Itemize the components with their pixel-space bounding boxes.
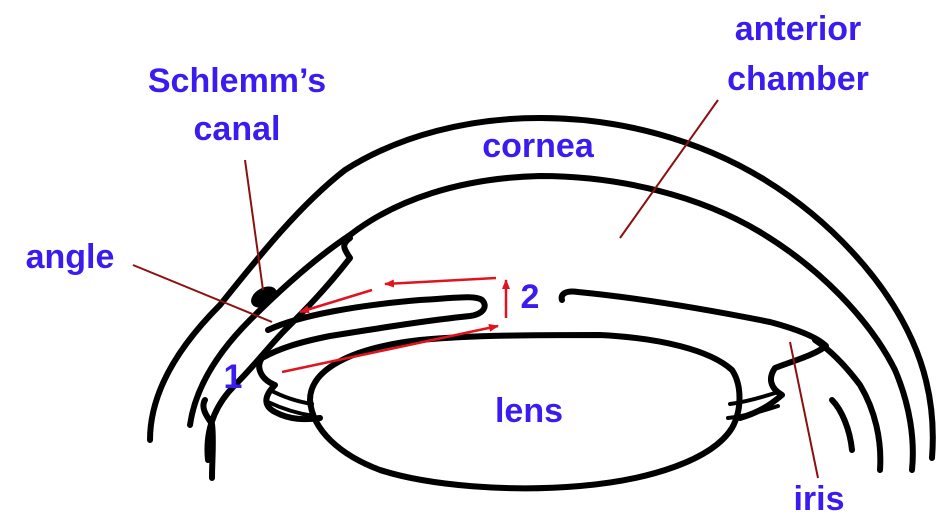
lens-label: lens [495, 392, 563, 430]
schlemms-canal-label-line1: Schlemm’s [148, 62, 326, 100]
schlemms-canal-label-line2: canal [194, 110, 281, 148]
anterior-chamber-label-line1: anterior [735, 10, 862, 48]
iris-leader [790, 342, 818, 478]
flow-arrow-top [385, 278, 496, 284]
anterior-chamber-label-line2: chamber [727, 60, 869, 98]
step-2-label: 2 [521, 278, 540, 316]
angle-leader [133, 265, 272, 322]
iris-label: iris [793, 480, 844, 517]
step-1-label: 1 [224, 358, 243, 396]
flow-arrow-posterior [282, 326, 498, 372]
anterior-chamber-leader [620, 100, 718, 238]
lower-right-base [832, 400, 852, 450]
cornea-label: cornea [482, 127, 595, 165]
sclera-right-wall [815, 340, 880, 470]
iris-right [562, 291, 826, 418]
angle-label: angle [26, 238, 115, 276]
